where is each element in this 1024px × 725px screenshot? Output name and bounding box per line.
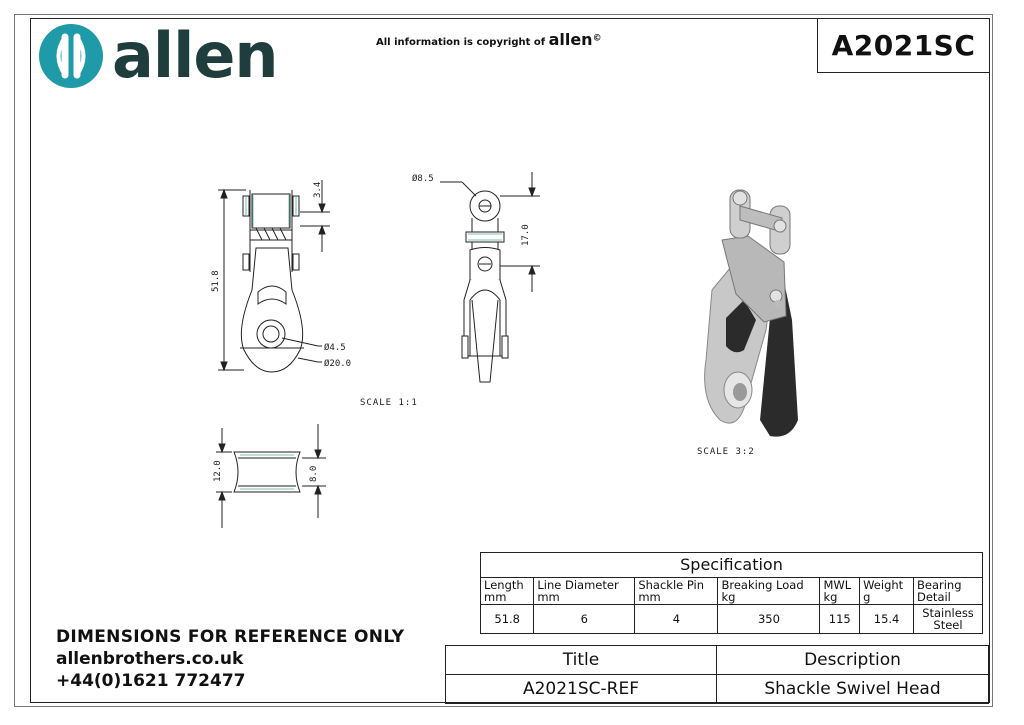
sheave-view [216,424,326,528]
isometric-render [704,189,798,437]
spec-value-line-diameter: 6 [533,604,636,634]
scale-iso: SCALE 3:2 [697,447,755,457]
dim-axle: Ø4.5 [324,342,346,353]
description-label: Description [716,645,989,675]
copyright-symbol: © [592,33,602,44]
dim-width-inner: 8.0 [309,466,319,482]
allen-logo-icon [39,24,103,88]
copyright-prefix: All information is copyright of [376,37,546,48]
side-view [461,190,509,383]
website-link[interactable]: allenbrothers.co.uk [56,649,244,669]
outer-border [14,14,993,707]
side-dims [440,172,540,292]
spec-title: Specification [480,552,983,578]
footer-contact: DIMENSIONS FOR REFERENCE ONLY allenbroth… [56,626,404,692]
dim-length: 51.8 [211,270,221,292]
title-value: A2021SC-REF [445,674,717,704]
dim-eye: Ø8.5 [412,173,434,184]
front-view [240,190,304,373]
spec-value-shackle-pin: 4 [634,604,719,634]
description-value: Shackle Swivel Head [716,674,989,704]
spec-value-weight: 15.4 [859,604,914,634]
copyright-brand: allen [548,30,593,49]
spec-value-mwl: 115 [819,604,861,634]
front-dims [218,180,330,372]
reference-notice: DIMENSIONS FOR REFERENCE ONLY [56,627,405,647]
scale-front: SCALE 1:1 [360,398,418,408]
spec-value-breaking-load: 350 [717,604,821,634]
title-label: Title [445,645,717,675]
dim-sheave: Ø20.0 [324,358,351,369]
spec-value-bearing: Stainless Steel [913,604,983,634]
dim-swivel: 17.0 [521,224,531,246]
spec-value-length: 51.8 [479,604,535,634]
spec-value-row: 51.8 6 4 350 115 15.4 Stainless Steel [479,604,983,634]
copyright-notice: All information is copyright of allen© [376,30,602,49]
brand-logo: allen [38,19,279,92]
dim-width-outer: 12.0 [213,460,223,482]
dim-pin-gap: 3.4 [313,182,323,198]
phone-number: +44(0)1621 772477 [56,671,246,691]
title-block: Title Description A2021SC-REF Shackle Sw… [445,645,989,704]
part-number: A2021SC [817,18,989,73]
brand-wordmark: allen [112,19,279,92]
